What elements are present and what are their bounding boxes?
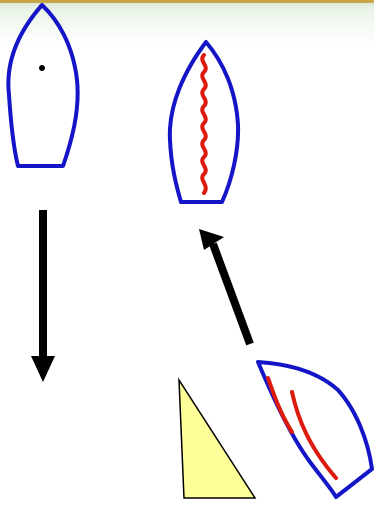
wavy-red-chain [200, 53, 208, 195]
nucleus-dot [39, 65, 45, 71]
down-arrow [31, 210, 55, 382]
leaf-with-strands [256, 360, 374, 499]
arrow-up-left-icon [209, 242, 254, 346]
up-arrow [199, 229, 254, 346]
red-strand-right [290, 390, 338, 480]
arrow-down-head [31, 356, 55, 382]
leaf-outline-icon [256, 360, 374, 499]
header-accent-line [0, 0, 374, 3]
leaf-outline-icon [167, 40, 241, 204]
leaf-outline-icon [6, 3, 80, 168]
header-gradient [0, 0, 374, 44]
header-band [0, 0, 374, 44]
leaf-with-chain [167, 40, 241, 204]
yellow-cone-icon [178, 377, 257, 499]
arrow-up-left-head [199, 229, 224, 250]
red-strand-left [266, 376, 294, 434]
light-cone [178, 377, 257, 499]
leaf-with-dot [6, 3, 80, 168]
